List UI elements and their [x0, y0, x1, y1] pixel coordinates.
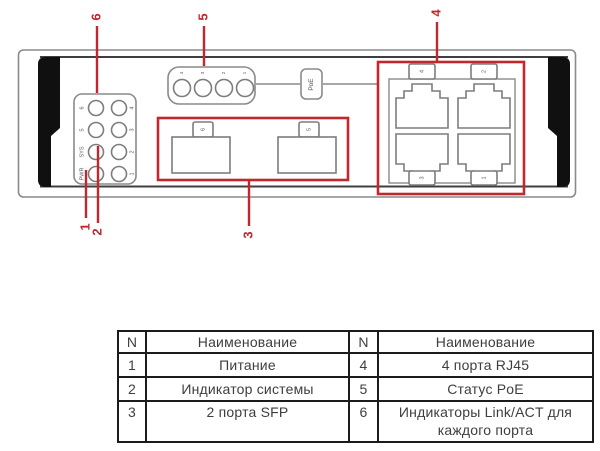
sys-led-indicator	[87, 143, 105, 161]
led-indicator	[110, 99, 128, 117]
sfp-port-label: 6	[200, 128, 206, 131]
sys-led-label: SYS	[79, 146, 85, 157]
device-front-panel-diagram: 6 5 SYS PWR 4 3 2 1 4 3 2 1 PoE	[17, 9, 577, 239]
row-number: 4	[348, 352, 379, 379]
led-indicator	[110, 165, 128, 183]
sfp-port	[277, 136, 337, 174]
led-indicator	[110, 143, 128, 161]
legend-table: N Наименование N Наименование 1 Питание …	[117, 329, 594, 443]
rj45-port-label: 3	[419, 176, 425, 179]
rj45-port-tab	[470, 170, 498, 186]
rj45-block-outline	[388, 78, 516, 184]
led-label: 1	[129, 172, 135, 175]
row-name: Питание	[145, 352, 350, 379]
table-row: 3 2 порта SFP 6 Индикаторы Link/ACT для …	[117, 400, 594, 443]
row-name: 4 порта RJ45	[377, 352, 594, 379]
pwr-led-label: PWR	[79, 168, 85, 181]
led-cluster-outline	[73, 93, 137, 185]
legend-header-row: N Наименование N Наименование	[117, 329, 594, 355]
poe-led-label: 4	[179, 71, 184, 74]
row-name: Статус PoE	[377, 376, 594, 403]
table-row: 2 Индикатор системы 5 Статус PoE	[117, 376, 594, 403]
row-number: 2	[117, 376, 147, 403]
led-label: 4	[129, 106, 135, 109]
row-name: 2 порта SFP	[145, 400, 350, 443]
row-number: 3	[117, 400, 147, 443]
poe-badge-label: PoE	[308, 78, 315, 91]
callout-number-2: 2	[89, 228, 104, 235]
row-name: Индикаторы Link/ACT для каждого порта	[377, 400, 594, 443]
rj45-port-tab	[408, 63, 436, 80]
sfp-port-label: 5	[306, 128, 312, 131]
sfp-ports-group: 6 5	[156, 116, 350, 182]
led-indicator	[87, 121, 105, 139]
rj45-port-label: 2	[481, 70, 487, 73]
rj45-jack	[395, 83, 449, 129]
poe-led	[172, 78, 192, 98]
bezel-left	[38, 57, 60, 187]
header-n-left: N	[117, 329, 147, 355]
callout-number-4: 4	[428, 9, 443, 17]
callouts: 6 5 4 1 2 3	[77, 9, 443, 239]
pwr-led-indicator	[87, 165, 105, 183]
led-label: 3	[129, 128, 135, 131]
poe-led-label: 2	[221, 71, 226, 74]
bezel-right	[548, 57, 570, 187]
callout-number-6: 6	[88, 13, 103, 20]
poe-status-led-group: 4 3 2 1	[167, 66, 256, 105]
header-n-right: N	[348, 329, 379, 355]
led-indicator	[110, 121, 128, 139]
rj45-jack	[457, 83, 511, 129]
header-name-right: Наименование	[377, 329, 594, 355]
rj45-port-label: 1	[481, 176, 487, 179]
row-number: 1	[117, 352, 147, 379]
row-number: 6	[348, 400, 379, 443]
rj45-port-tab	[470, 63, 498, 80]
poe-led-label: 3	[200, 71, 205, 74]
led-label: 2	[129, 150, 135, 153]
sfp-port	[171, 136, 231, 174]
sfp-highlight-box	[156, 116, 350, 182]
row-name: Индикатор системы	[145, 376, 350, 403]
led-indicator	[87, 99, 105, 117]
table-row: 1 Питание 4 4 порта RJ45	[117, 352, 594, 379]
callout-number-5: 5	[195, 13, 210, 20]
led-label: 5	[79, 128, 85, 131]
callout-number-3: 3	[240, 231, 255, 238]
rj45-highlight-box	[376, 60, 526, 196]
poe-led-label: 1	[242, 71, 247, 74]
row-number: 5	[348, 376, 379, 403]
led-label: 6	[79, 106, 85, 109]
poe-led	[214, 78, 234, 98]
callout-number-1: 1	[77, 223, 92, 230]
poe-led	[193, 78, 213, 98]
rj45-ports-group: 4 2 3 1	[376, 60, 526, 196]
header-name-left: Наименование	[145, 329, 350, 355]
rj45-port-tab	[408, 170, 436, 186]
led-indicator-cluster: 6 5 SYS PWR 4 3 2 1	[73, 93, 137, 185]
rj45-port-label: 4	[419, 70, 425, 73]
poe-badge	[300, 68, 323, 100]
poe-led	[235, 78, 255, 98]
